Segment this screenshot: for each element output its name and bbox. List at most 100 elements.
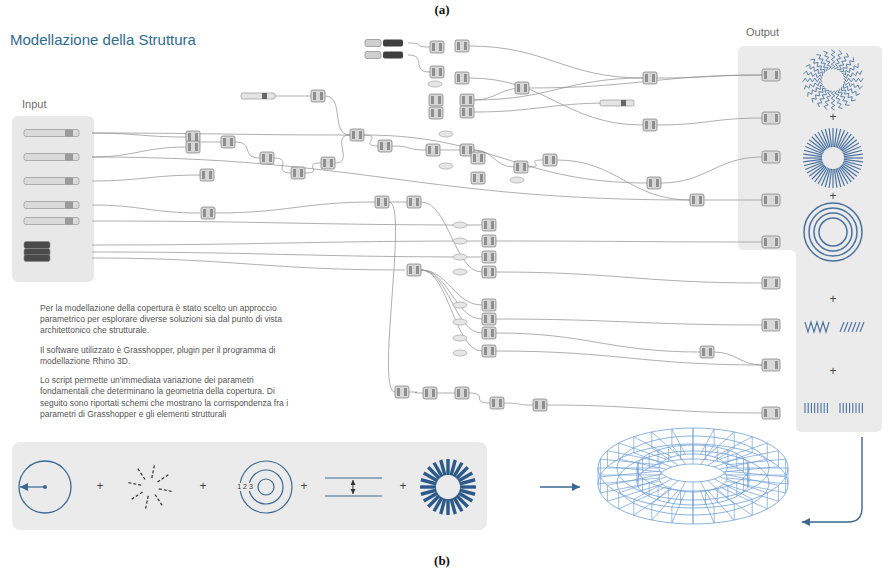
output-component bbox=[762, 359, 780, 371]
model-member bbox=[672, 482, 686, 507]
component-port bbox=[432, 43, 435, 51]
output-component bbox=[762, 69, 780, 81]
component-body bbox=[471, 152, 485, 164]
model-member bbox=[607, 485, 608, 501]
component-port bbox=[484, 221, 487, 229]
model-member bbox=[701, 482, 715, 507]
gh-component bbox=[482, 219, 496, 231]
gh-component bbox=[350, 129, 364, 141]
component-body bbox=[762, 277, 780, 289]
gh-component-group bbox=[186, 40, 714, 411]
component-port bbox=[649, 179, 652, 187]
model-member bbox=[693, 491, 694, 505]
component-body bbox=[690, 194, 704, 206]
input-slider bbox=[24, 154, 79, 161]
component-port bbox=[709, 348, 712, 356]
component-body bbox=[482, 313, 496, 325]
component-body bbox=[455, 72, 469, 84]
gh-component bbox=[482, 313, 496, 325]
component-port bbox=[464, 389, 467, 397]
component-port bbox=[517, 84, 520, 92]
wire bbox=[496, 333, 700, 352]
wire bbox=[496, 351, 762, 365]
component-body bbox=[186, 141, 200, 153]
component-port bbox=[457, 389, 460, 397]
component-port bbox=[457, 74, 460, 82]
model-member bbox=[642, 458, 643, 472]
model-member bbox=[600, 459, 659, 465]
component-body bbox=[762, 236, 780, 248]
model-member bbox=[693, 445, 694, 459]
output-component bbox=[762, 277, 780, 289]
component-body bbox=[533, 399, 547, 411]
input-pair bbox=[365, 52, 403, 59]
wire bbox=[528, 160, 543, 167]
input-slider bbox=[24, 255, 50, 262]
component-body bbox=[423, 387, 437, 399]
component-body bbox=[482, 235, 496, 247]
gh-component bbox=[291, 167, 305, 179]
component-body bbox=[430, 66, 444, 78]
model-member bbox=[607, 484, 662, 501]
panel-fill bbox=[12, 442, 487, 530]
beam-wedge bbox=[420, 485, 436, 488]
wire bbox=[364, 135, 378, 146]
gh-component bbox=[430, 66, 444, 78]
description-text: Lo script permette un'immediata variazio… bbox=[40, 375, 295, 420]
pair-light bbox=[365, 52, 381, 59]
param bbox=[453, 335, 467, 341]
component-port bbox=[542, 401, 545, 409]
model-member bbox=[708, 448, 734, 465]
plus-sign: + bbox=[829, 190, 836, 204]
wire bbox=[469, 78, 643, 125]
component-port bbox=[462, 96, 465, 104]
gh-component bbox=[429, 94, 443, 106]
component-body bbox=[762, 69, 780, 81]
component-port bbox=[431, 109, 434, 117]
component-port bbox=[387, 142, 390, 150]
component-body bbox=[762, 407, 780, 419]
purlin-bar bbox=[817, 403, 818, 413]
model-member bbox=[714, 489, 752, 515]
component-body bbox=[291, 167, 305, 179]
component-port bbox=[330, 159, 333, 167]
input-slider bbox=[24, 130, 79, 137]
wire bbox=[469, 46, 643, 78]
component-body bbox=[762, 194, 780, 206]
wire bbox=[504, 403, 533, 405]
model-member bbox=[652, 481, 678, 504]
purlin-bar bbox=[811, 403, 812, 413]
model-member bbox=[668, 447, 669, 461]
gh-component bbox=[460, 106, 474, 118]
component-port bbox=[431, 96, 434, 104]
purlin-bar bbox=[827, 403, 828, 413]
component-port bbox=[404, 388, 407, 396]
plus-sign: + bbox=[399, 480, 406, 494]
component-body bbox=[482, 219, 496, 231]
component-port bbox=[359, 131, 362, 139]
model-member bbox=[618, 443, 619, 459]
model-member bbox=[652, 448, 678, 465]
component-body bbox=[429, 107, 443, 119]
input-slider bbox=[24, 242, 50, 249]
component-port bbox=[699, 196, 702, 204]
gh-component bbox=[543, 154, 557, 166]
component-port bbox=[491, 329, 494, 337]
component-port bbox=[377, 198, 380, 206]
wire bbox=[274, 158, 291, 173]
component-body bbox=[515, 82, 529, 94]
plus-sign: + bbox=[829, 111, 836, 125]
component-port bbox=[480, 174, 483, 182]
component-port bbox=[492, 399, 495, 407]
model-member bbox=[724, 474, 779, 485]
param bbox=[453, 269, 467, 275]
param bbox=[453, 254, 467, 260]
component-body bbox=[482, 251, 496, 263]
model-member bbox=[658, 486, 659, 500]
slider-knob bbox=[65, 154, 73, 161]
component-body bbox=[200, 169, 214, 181]
component-port bbox=[535, 401, 538, 409]
component-body bbox=[460, 106, 474, 118]
gh-component bbox=[482, 327, 496, 339]
model-member bbox=[619, 459, 667, 469]
